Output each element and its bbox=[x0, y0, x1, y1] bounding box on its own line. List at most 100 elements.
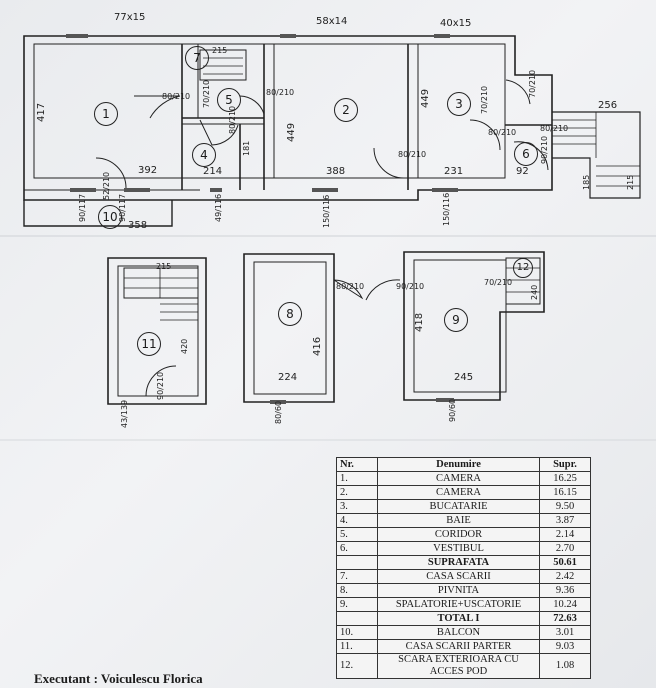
balcony-outline bbox=[23, 200, 173, 227]
row-area: 16.25 bbox=[539, 471, 591, 486]
window-label-w2: 90/117 bbox=[78, 193, 87, 222]
header-nr: Nr. bbox=[336, 457, 378, 472]
row-area: 2.42 bbox=[539, 569, 591, 584]
row-area: 50.61 bbox=[539, 555, 591, 570]
window-label-w3: 90/117 bbox=[118, 193, 127, 222]
row-name: SPALATORIE+USCATORIE bbox=[377, 597, 540, 612]
door-label-13: 70/210 bbox=[484, 278, 513, 287]
row-nr: 3. bbox=[336, 499, 378, 514]
dim-room1-depth: 417 bbox=[36, 102, 47, 122]
dim-room12-240: 240 bbox=[530, 284, 539, 300]
window-label-w7: 43/139 bbox=[120, 399, 129, 428]
door-label-14: 90/210 bbox=[540, 135, 549, 164]
dim-ext-stair-185: 185 bbox=[582, 174, 591, 190]
room-number-3: 3 bbox=[447, 92, 471, 116]
dim-room11-depth: 420 bbox=[180, 338, 189, 354]
row-nr: 6. bbox=[336, 541, 378, 556]
dim-room2-width: 388 bbox=[326, 166, 346, 177]
row-name: CASA SCARII bbox=[377, 569, 540, 584]
row-name: BAIE bbox=[377, 513, 540, 528]
dim-room9-width: 245 bbox=[454, 372, 474, 383]
row-nr: 11. bbox=[336, 639, 378, 654]
row-name: VESTIBUL bbox=[377, 541, 540, 556]
window-label-room2: 58x14 bbox=[316, 16, 348, 27]
room-number-7: 7 bbox=[185, 46, 209, 70]
door-label-7: 70/210 bbox=[480, 85, 489, 114]
window-label-w6: 150/116 bbox=[442, 192, 451, 226]
row-name: TOTAL I bbox=[377, 611, 540, 626]
door-label-5: 80/210 bbox=[398, 150, 427, 159]
dim-room1-width: 392 bbox=[138, 165, 158, 176]
row-nr: 7. bbox=[336, 569, 378, 584]
row-name: PIVNITA bbox=[377, 583, 540, 598]
dim-stair11-width: 215 bbox=[156, 262, 172, 271]
row-area: 9.50 bbox=[539, 499, 591, 514]
dim-room4-width: 214 bbox=[203, 166, 223, 177]
window-label-w8: 80/60 bbox=[274, 400, 283, 424]
dim-ext-stair-width: 256 bbox=[598, 100, 618, 111]
row-area: 10.24 bbox=[539, 597, 591, 612]
header-name: Denumire bbox=[377, 457, 540, 472]
main-outer-wall bbox=[23, 35, 553, 201]
dim-stair7-width: 215 bbox=[212, 46, 228, 55]
room-number-9: 9 bbox=[444, 308, 468, 332]
exterior-stair bbox=[552, 111, 641, 199]
window-label-w4: 49/116 bbox=[214, 193, 223, 222]
window-label-w9: 90/60 bbox=[448, 398, 457, 422]
row-nr: 9. bbox=[336, 597, 378, 612]
row-nr: 1. bbox=[336, 471, 378, 486]
room-number-10: 10 bbox=[98, 205, 122, 229]
row-area: 3.01 bbox=[539, 625, 591, 640]
header-area: Supr. bbox=[539, 457, 591, 472]
row-nr bbox=[336, 611, 378, 626]
row-nr: 8. bbox=[336, 583, 378, 598]
row-name: BALCON bbox=[377, 625, 540, 640]
row-name: SCARA EXTERIOARA CU ACCES POD bbox=[377, 653, 540, 679]
room-number-5: 5 bbox=[217, 88, 241, 112]
dim-room4-depth: 181 bbox=[242, 140, 251, 156]
room-9-outline bbox=[403, 251, 545, 401]
room-number-11: 11 bbox=[137, 332, 161, 356]
door-label-2: 80/210 bbox=[266, 88, 295, 97]
row-area: 2.70 bbox=[539, 541, 591, 556]
row-name: CASA SCARII PARTER bbox=[377, 639, 540, 654]
executant-signature: Executant : Voiculescu Florica bbox=[34, 671, 203, 686]
window-label-room1: 77x15 bbox=[114, 12, 146, 23]
dim-ext-stair-215: 215 bbox=[626, 174, 635, 190]
door-label-8: 80/210 bbox=[540, 124, 569, 133]
row-nr: 4. bbox=[336, 513, 378, 528]
dim-room3-depth: 449 bbox=[420, 88, 431, 108]
row-name: BUCATARIE bbox=[377, 499, 540, 514]
dim-room2-depth: 449 bbox=[286, 122, 297, 142]
row-name: CORIDOR bbox=[377, 527, 540, 542]
room-8-outline bbox=[243, 253, 335, 403]
room-11-outline bbox=[107, 257, 207, 405]
room-number-6: 6 bbox=[514, 142, 538, 166]
door-label-3: 70/210 bbox=[202, 79, 211, 108]
dim-room9-depth: 418 bbox=[414, 312, 425, 332]
row-name: CAMERA bbox=[377, 485, 540, 500]
door-label-10: 80/210 bbox=[336, 282, 365, 291]
dim-balcony-width: 358 bbox=[128, 220, 148, 231]
door-label-1: 80/210 bbox=[162, 92, 191, 101]
door-label-6: 80/210 bbox=[488, 128, 517, 137]
room-number-12: 12 bbox=[513, 258, 533, 278]
row-area: 9.36 bbox=[539, 583, 591, 598]
row-nr: 12. bbox=[336, 653, 378, 679]
door-label-9: 70/210 bbox=[528, 69, 537, 98]
